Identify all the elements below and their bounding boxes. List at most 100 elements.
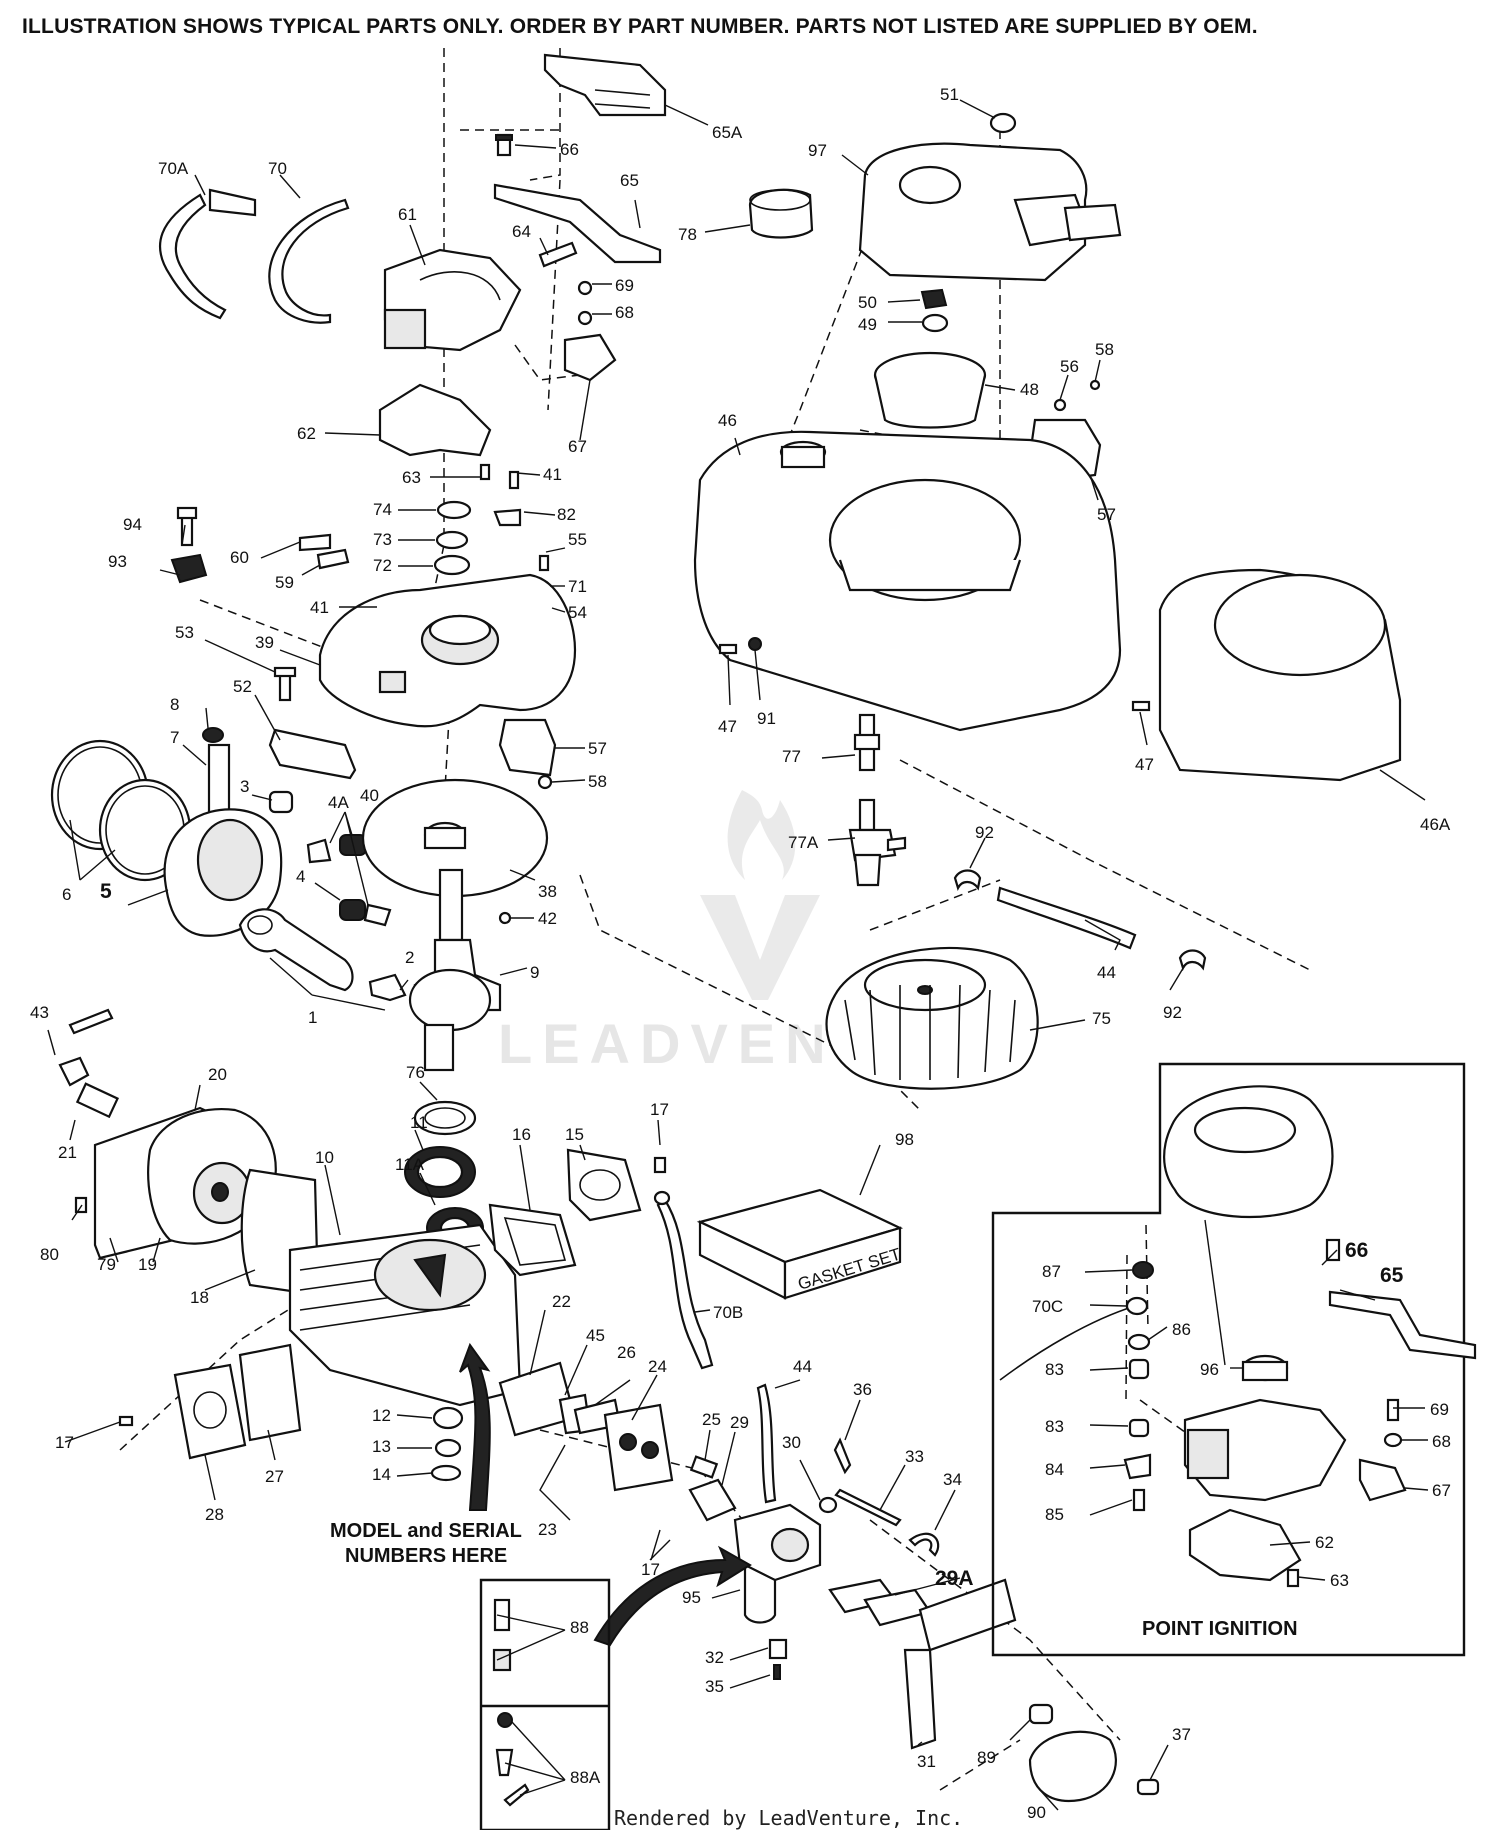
- label-9: 9: [530, 963, 539, 982]
- part-22-45-26-24-reed: [498, 1361, 674, 1492]
- model-arrow: [593, 1545, 752, 1647]
- label-77A: 77A: [788, 833, 819, 852]
- part-labels: 65A 66 65 70A 70 61 64 69 68 62 67 63 41…: [30, 85, 1451, 1822]
- label-65A: 65A: [712, 123, 743, 142]
- label-8: 8: [170, 695, 179, 714]
- label-63: 63: [402, 468, 421, 487]
- inset-label-87: 87: [1042, 1262, 1061, 1281]
- part-77-fuel-fitting: [853, 713, 881, 772]
- label-38: 38: [538, 882, 557, 901]
- label-2: 2: [405, 948, 414, 967]
- label-24: 24: [648, 1357, 667, 1376]
- label-71: 71: [568, 577, 587, 596]
- part-57-58-lower: [498, 718, 557, 790]
- label-43: 43: [30, 1003, 49, 1022]
- inset-label-96: 96: [1200, 1360, 1219, 1379]
- part-65-arm: [493, 183, 662, 264]
- label-25: 25: [702, 1410, 721, 1429]
- part-51-nut: [989, 112, 1017, 134]
- part-97-recoil-starter: [858, 142, 1122, 282]
- part-78-starter-cup: [748, 188, 814, 239]
- part-66-screw: [495, 133, 513, 157]
- part-48-screen: [873, 351, 987, 429]
- label-47a: 47: [718, 717, 737, 736]
- label-19: 19: [138, 1255, 157, 1274]
- label-78: 78: [678, 225, 697, 244]
- label-41b: 41: [310, 598, 329, 617]
- label-50: 50: [858, 293, 877, 312]
- label-67: 67: [568, 437, 587, 456]
- label-62: 62: [297, 424, 316, 443]
- inset-label-83b: 83: [1045, 1417, 1064, 1436]
- part-89-90-37: [1028, 1703, 1160, 1803]
- label-57b: 57: [588, 739, 607, 758]
- label-6: 6: [62, 885, 71, 904]
- label-37: 37: [1172, 1725, 1191, 1744]
- part-17-70B-ground-wire: [653, 1156, 714, 1370]
- part-70A-wire: [158, 193, 227, 320]
- part-77A-shutoff-valve: [848, 798, 907, 887]
- label-94: 94: [123, 515, 142, 534]
- label-98: 98: [895, 1130, 914, 1149]
- label-53: 53: [175, 623, 194, 642]
- part-88-88A-jets: [492, 1598, 530, 1807]
- inset-label-65: 65: [1380, 1264, 1404, 1287]
- label-3: 3: [240, 777, 249, 796]
- part-27-28-plates: [173, 1343, 302, 1460]
- label-1: 1: [308, 1008, 317, 1027]
- label-32: 32: [705, 1648, 724, 1667]
- label-29A: 29A: [935, 1567, 974, 1590]
- model-serial-arrow: [459, 1342, 491, 1511]
- label-14: 14: [372, 1465, 391, 1484]
- label-69: 69: [615, 276, 634, 295]
- label-17c: 17: [641, 1560, 660, 1579]
- inset-label-66: 66: [1345, 1239, 1368, 1262]
- part-98-gasket-set: GASKET SET: [696, 1188, 904, 1300]
- label-27: 27: [265, 1467, 284, 1486]
- label-29: 29: [730, 1413, 749, 1432]
- label-44a: 44: [1097, 963, 1116, 982]
- part-53-52: [268, 666, 357, 780]
- part-67-lever: [563, 333, 617, 382]
- label-92a: 92: [975, 823, 994, 842]
- label-66: 66: [560, 140, 579, 159]
- label-60: 60: [230, 548, 249, 567]
- label-35: 35: [705, 1677, 724, 1696]
- footer-credit: Rendered by LeadVenture, Inc.: [614, 1806, 963, 1830]
- part-42: [498, 911, 512, 925]
- label-57a: 57: [1097, 505, 1116, 524]
- label-55: 55: [568, 530, 587, 549]
- inset-title: POINT IGNITION: [1142, 1618, 1298, 1640]
- label-12: 12: [372, 1406, 391, 1425]
- label-11: 11: [410, 1113, 428, 1132]
- label-28: 28: [205, 1505, 224, 1524]
- label-88A: 88A: [570, 1768, 601, 1787]
- inset-label-83a: 83: [1045, 1360, 1064, 1379]
- label-70: 70: [268, 159, 287, 178]
- part-1-connecting-rod: [238, 908, 407, 1002]
- label-72: 72: [373, 556, 392, 575]
- label-77: 77: [782, 747, 801, 766]
- point-ignition-inset-border: [991, 1062, 1466, 1657]
- inset-label-70C: 70C: [1032, 1297, 1063, 1316]
- inset-hardware: [999, 1238, 1477, 1512]
- inset-flywheel: [1163, 1085, 1334, 1219]
- inset-label-86: 86: [1172, 1320, 1191, 1339]
- carb-jet-inset-border: [479, 1578, 611, 1830]
- label-5: 5: [100, 880, 112, 903]
- label-59: 59: [275, 573, 294, 592]
- label-92b: 92: [1163, 1003, 1182, 1022]
- part-75-flywheel: [825, 946, 1039, 1090]
- inset-ignition-points: [1183, 1398, 1407, 1588]
- label-18: 18: [190, 1288, 209, 1307]
- part-43-21-spark-plug: [58, 1008, 120, 1119]
- label-17a: 17: [650, 1100, 669, 1119]
- part-50-49: [920, 288, 949, 333]
- model-serial-note-line2: NUMBERS HERE: [345, 1545, 507, 1567]
- label-58a: 58: [1095, 340, 1114, 359]
- label-88: 88: [570, 1618, 589, 1637]
- label-17b: 17: [55, 1433, 74, 1452]
- part-47-91: [718, 637, 1151, 712]
- label-46A: 46A: [1420, 815, 1451, 834]
- part-70A-clip: [208, 188, 257, 217]
